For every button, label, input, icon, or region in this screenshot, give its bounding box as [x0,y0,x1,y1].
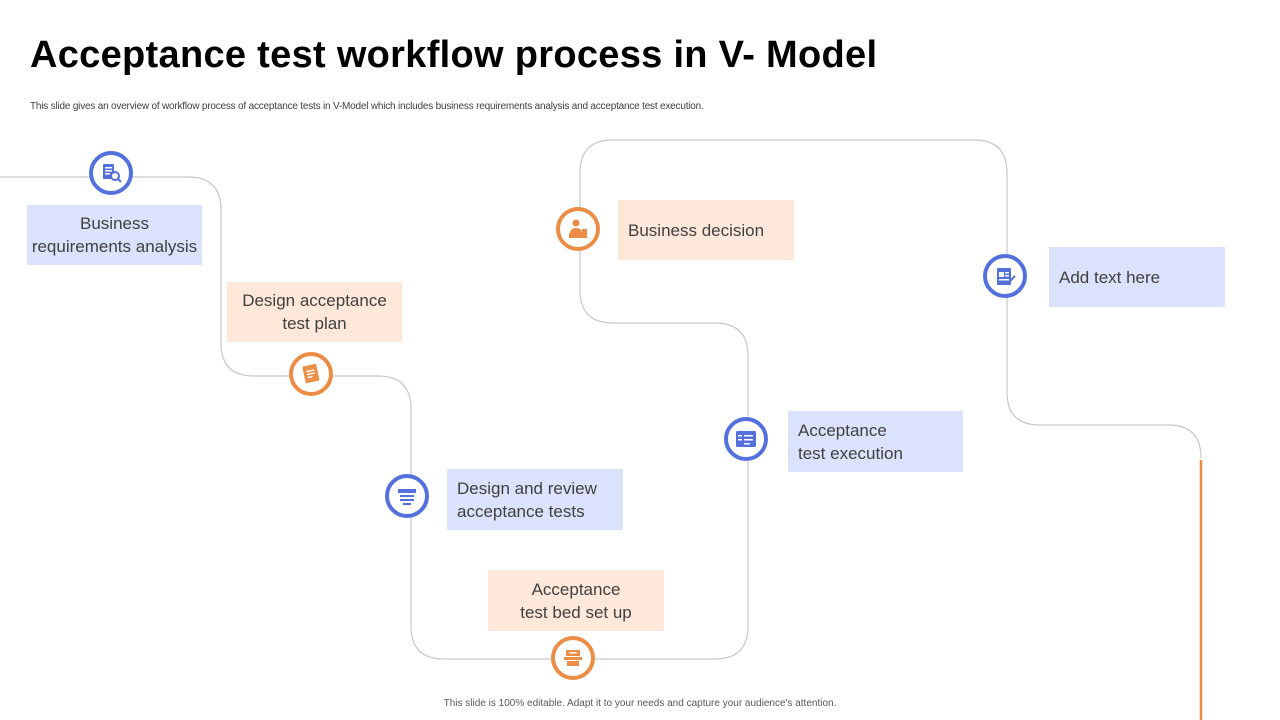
step-2-text: Design acceptance test plan [242,291,387,333]
step-3-text: Design and review acceptance tests [457,478,597,521]
step-3-node [385,474,429,518]
execution-screen-icon [736,431,756,447]
document-search-icon [103,164,122,183]
review-list-icon [398,489,416,505]
step-6-label: Business decision [618,200,794,260]
step-7-label: Add text here [1049,247,1225,307]
businessperson-desk-icon [569,219,587,238]
text-document-icon [997,268,1016,285]
step-1-node [89,151,133,195]
step-7-text: Add text here [1059,267,1161,287]
slide-footer: This slide is 100% editable. Adapt it to… [443,698,837,709]
step-4-label: Acceptance test bed set up [488,570,664,631]
step-5-text: Acceptance test execution [798,420,903,463]
step-4-node [551,636,595,680]
step-6-node [556,207,600,251]
step-1-text: Business requirements analysis [31,214,198,256]
step-5-label: Acceptance test execution [788,411,963,472]
slide-title: Acceptance test workflow process in V- M… [30,34,878,76]
step-6-text: Business decision [628,220,765,240]
test-bed-icon [564,650,582,666]
step-4-text: Acceptance test bed set up [520,579,632,622]
test-plan-icon [302,363,320,384]
step-3-label: Design and review acceptance tests [447,469,623,530]
step-1-label: Business requirements analysis [27,205,202,265]
step-2-label: Design acceptance test plan [227,282,402,342]
step-2-node [289,352,333,396]
step-7-node [983,254,1027,298]
slide-subtitle: This slide gives an overview of workflow… [30,101,704,112]
step-5-node [724,417,768,461]
